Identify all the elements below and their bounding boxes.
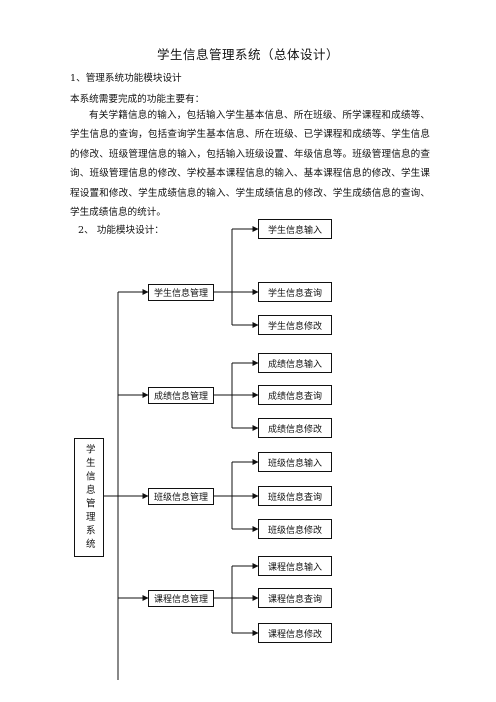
intro-line: 本系统需要完成的功能主要有： (70, 94, 205, 105)
submodule-box: 成绩信息修改 (258, 418, 332, 438)
module-box: 班级信息管理 (148, 487, 214, 505)
submodule-box: 成绩信息输入 (258, 353, 332, 373)
submodule-box: 课程信息查询 (258, 588, 332, 608)
section-heading-2: 2、 功能模块设计： (78, 225, 164, 236)
submodule-box: 班级信息修改 (258, 519, 332, 539)
submodule-box: 学生信息输入 (258, 219, 332, 239)
root-system-label: 学生信息管理系统 (83, 443, 95, 552)
submodule-box: 班级信息查询 (258, 486, 332, 506)
module-box: 学生信息管理 (148, 283, 214, 301)
submodule-box: 成绩信息查询 (258, 385, 332, 405)
page-title: 学生信息管理系统（总体设计） (156, 47, 339, 62)
section-heading-1: 1、管理系统功能模块设计 (70, 73, 182, 84)
module-box: 成绩信息管理 (148, 386, 214, 404)
submodule-box: 班级信息输入 (258, 452, 332, 472)
submodule-box: 课程信息修改 (258, 623, 332, 643)
submodule-box: 学生信息修改 (258, 315, 332, 335)
function-paragraph: 有关学籍信息的输入，包括输入学生基本信息、所在班级、所学课程和成绩等、学生信息的… (70, 110, 430, 219)
root-system-box: 学生信息管理系统 (74, 438, 104, 557)
submodule-box: 课程信息输入 (258, 556, 332, 576)
submodule-box: 学生信息查询 (258, 282, 332, 302)
module-box: 课程信息管理 (148, 589, 214, 607)
